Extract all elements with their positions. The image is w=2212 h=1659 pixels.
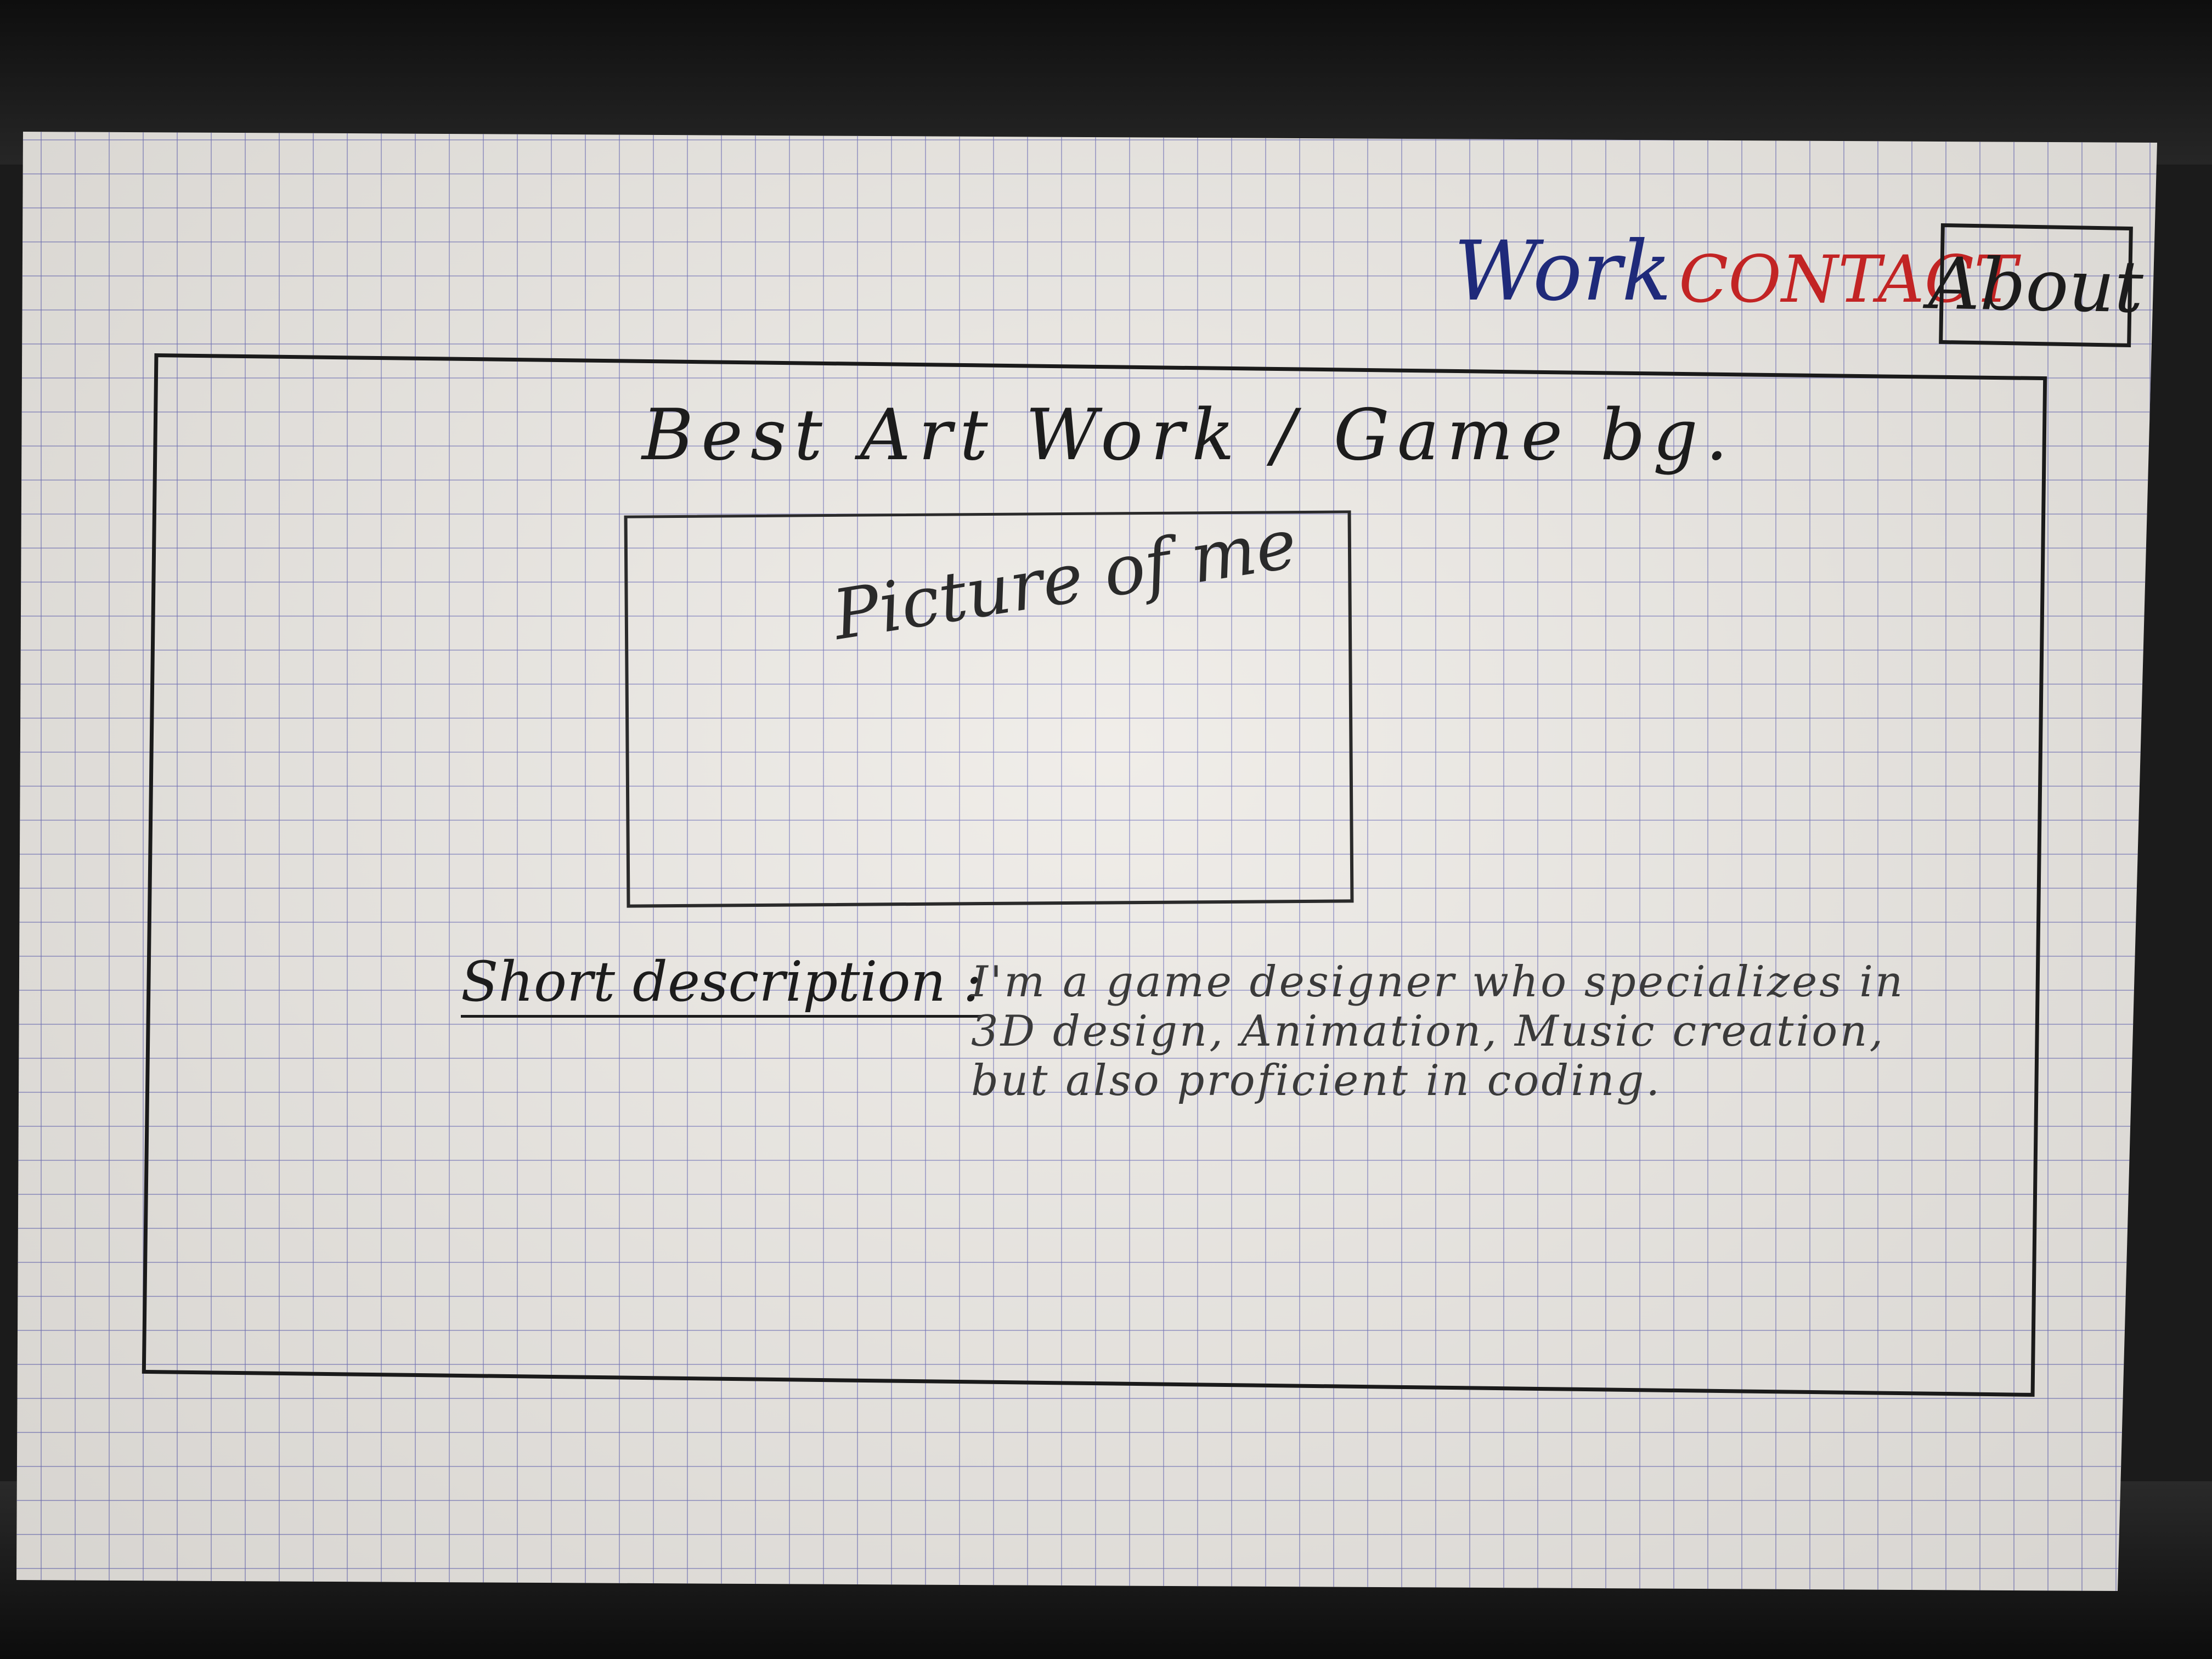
nav-about-label: About — [1928, 241, 2144, 329]
nav-work-link[interactable]: Work — [1454, 224, 1672, 319]
hero-title: Best Art Work / Game bg. — [642, 394, 1736, 476]
description-text: I'm a game designer who specializes in 3… — [971, 957, 1905, 1105]
nav-about-link[interactable]: About — [1928, 223, 2144, 348]
description-label: Short description : — [461, 950, 982, 1014]
nav-contact-link[interactable]: Contact — [1679, 241, 2017, 317]
